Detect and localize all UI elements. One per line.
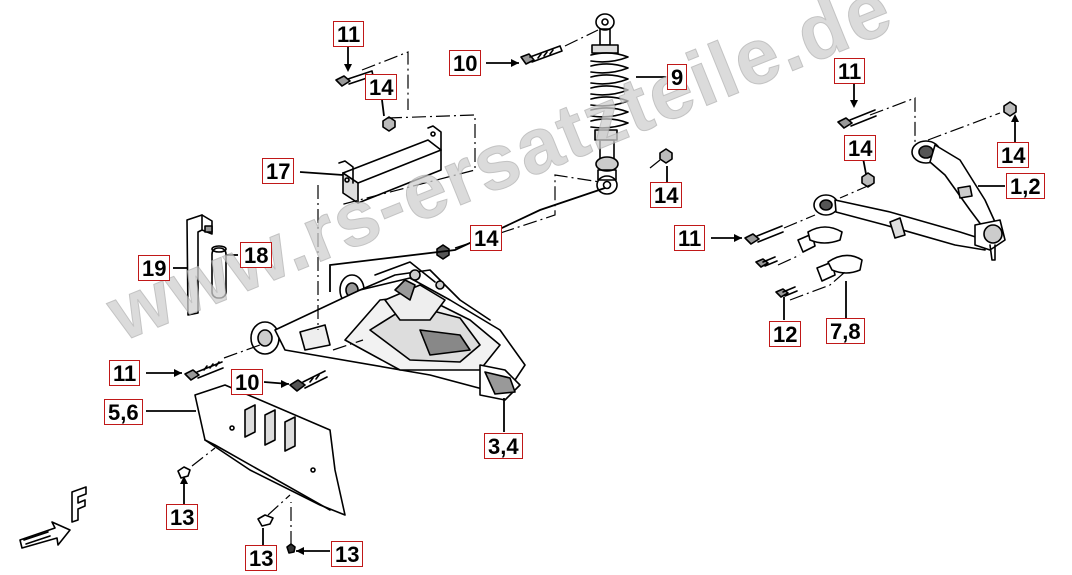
bolt-11-upper-right xyxy=(837,109,877,129)
bolt-11-right-mid xyxy=(744,225,784,245)
pin-18 xyxy=(211,245,227,299)
label-11-right-mid: 11 xyxy=(674,225,706,251)
bracket-17 xyxy=(338,125,442,204)
label-19: 19 xyxy=(138,255,171,281)
label-10-lower: 10 xyxy=(231,369,264,395)
screw-13c xyxy=(286,543,296,554)
label-9: 9 xyxy=(667,64,688,90)
label-11-top: 11 xyxy=(333,21,365,47)
bolt-10-lower xyxy=(289,370,328,392)
label-11-upper-right: 11 xyxy=(834,58,866,84)
upper-arm xyxy=(813,140,1006,261)
screw-13a xyxy=(177,466,191,479)
label-18: 18 xyxy=(240,242,273,268)
label-14-center: 14 xyxy=(470,225,503,251)
label-11-lower-left: 11 xyxy=(109,360,141,386)
skid-plate xyxy=(194,384,346,516)
label-5-6: 5,6 xyxy=(104,399,143,425)
label-3-4: 3,4 xyxy=(484,433,523,459)
front-direction-icon xyxy=(19,486,87,549)
clamp-7-8 xyxy=(797,226,863,282)
label-13-bottom-right: 13 xyxy=(331,541,364,567)
label-13-bottom-left: 13 xyxy=(245,545,278,571)
label-14-far-right: 14 xyxy=(997,142,1030,168)
nut-14e xyxy=(861,172,875,188)
bolt-11-lower-left xyxy=(184,361,224,381)
label-1-2: 1,2 xyxy=(1006,173,1045,199)
lower-arm xyxy=(250,261,526,401)
bolt-11-upper-left xyxy=(335,70,374,87)
label-14-top-left: 14 xyxy=(365,74,398,100)
label-7-8: 7,8 xyxy=(826,318,865,344)
nut-14b xyxy=(659,148,673,164)
label-13-left: 13 xyxy=(166,504,199,530)
nut-14d xyxy=(1003,101,1017,117)
label-14-shock: 14 xyxy=(650,182,683,208)
shock-absorber xyxy=(590,13,629,195)
nut-14a xyxy=(382,116,396,132)
label-14-upper-arm: 14 xyxy=(844,135,877,161)
label-10-top: 10 xyxy=(449,50,482,76)
screw-13b xyxy=(257,514,274,527)
bolt-10-top xyxy=(520,45,563,65)
label-12: 12 xyxy=(769,321,802,347)
label-17: 17 xyxy=(262,158,295,184)
tool-19 xyxy=(186,214,213,316)
